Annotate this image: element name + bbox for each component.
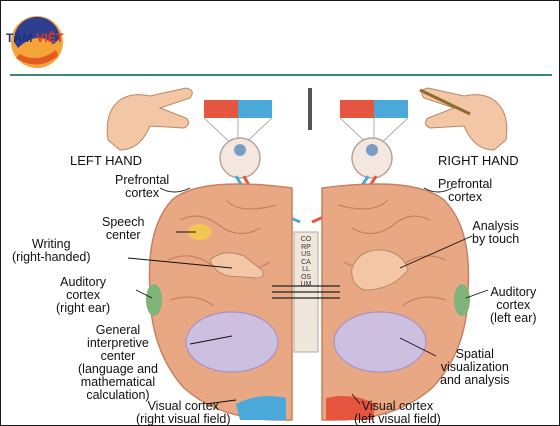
visual-cortex-right-label: Visual cortex(left visual field) — [354, 400, 441, 426]
corpus-callosum-label: CORPUS CALLOSUM — [300, 236, 312, 289]
left-visual-box — [204, 100, 272, 118]
left-hand-icon — [107, 88, 192, 150]
spatial-area — [334, 312, 426, 372]
visual-cortex-left-label: Visual cortex(right visual field) — [136, 400, 230, 426]
left-hemisphere — [149, 184, 292, 420]
right-eye-icon — [352, 138, 392, 178]
right-hand-label: RIGHT HAND — [438, 154, 519, 167]
auditory-left-area — [146, 284, 162, 316]
right-visual-box — [340, 100, 408, 118]
left-hand-label: LEFT HAND — [70, 154, 142, 167]
writing-label: Writing(right-handed) — [12, 238, 91, 264]
auditory-right-area — [454, 284, 470, 316]
center-divider — [308, 88, 312, 130]
left-eye-icon — [220, 138, 260, 178]
